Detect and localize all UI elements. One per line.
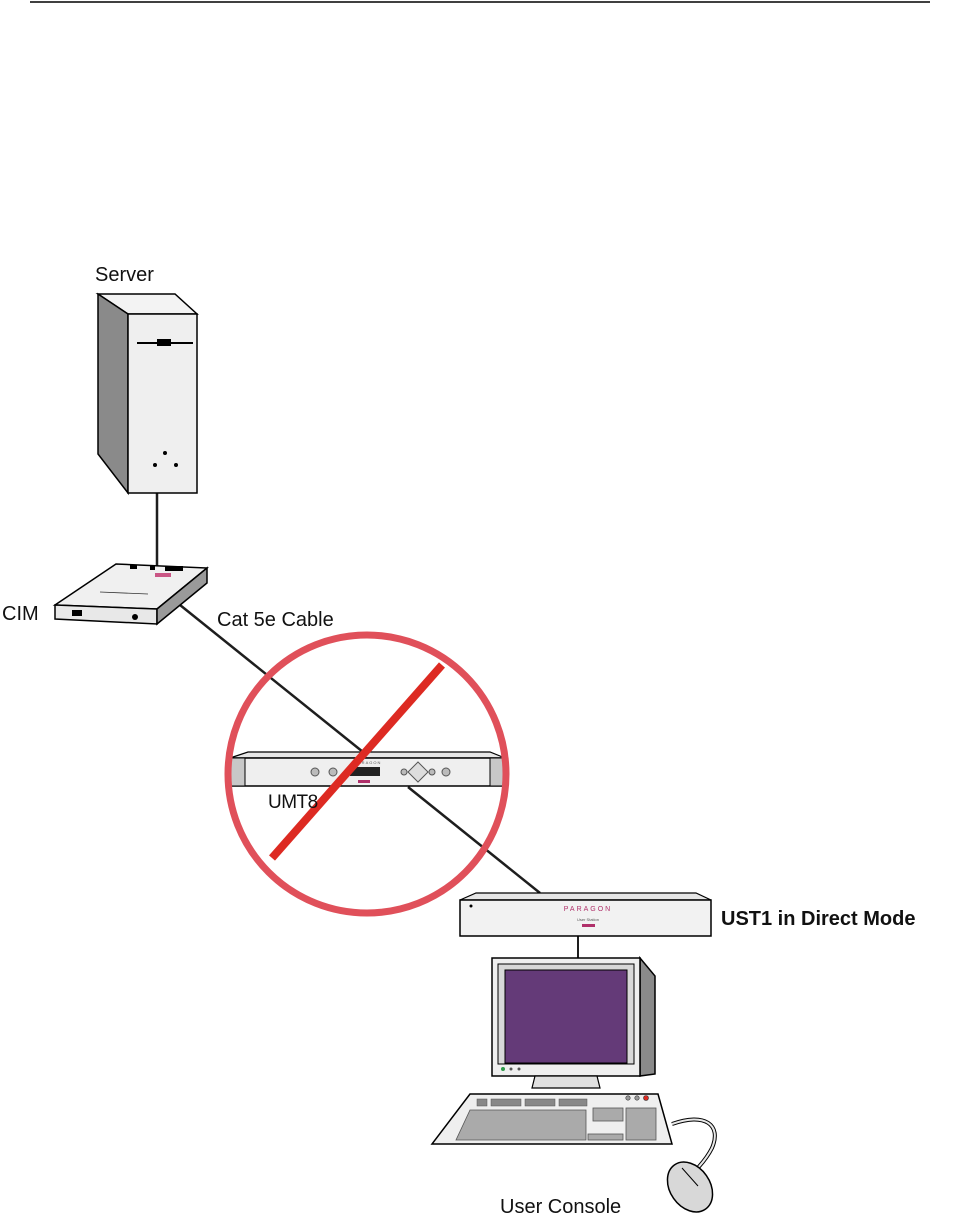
user-console-label: User Console <box>500 1196 622 1218</box>
umt8-brand-text: PARAGON <box>355 760 382 765</box>
prohibition-slash <box>268 662 446 861</box>
umt8-switch-icon: PARAGON <box>229 751 506 787</box>
ust1-label: UST1 in Direct Mode <box>721 908 916 930</box>
ust1-station-icon: PARAGON User Station <box>459 892 712 937</box>
ust1-brand-text: PARAGON <box>564 906 613 913</box>
cim-device-icon <box>52 563 209 626</box>
server-tower-icon <box>95 292 199 496</box>
umt8-to-ust1-cable <box>407 786 541 894</box>
server-label: Server <box>95 264 154 286</box>
user-console-icon <box>430 955 717 1213</box>
cim-label: CIM <box>2 603 39 625</box>
prohibition-circle <box>224 631 510 917</box>
cable-label: Cat 5e Cable <box>217 609 334 631</box>
ust1-model-text: User Station <box>577 917 599 922</box>
cim-to-umt8-cable <box>179 604 369 757</box>
umt8-label: UMT8 <box>268 792 318 813</box>
